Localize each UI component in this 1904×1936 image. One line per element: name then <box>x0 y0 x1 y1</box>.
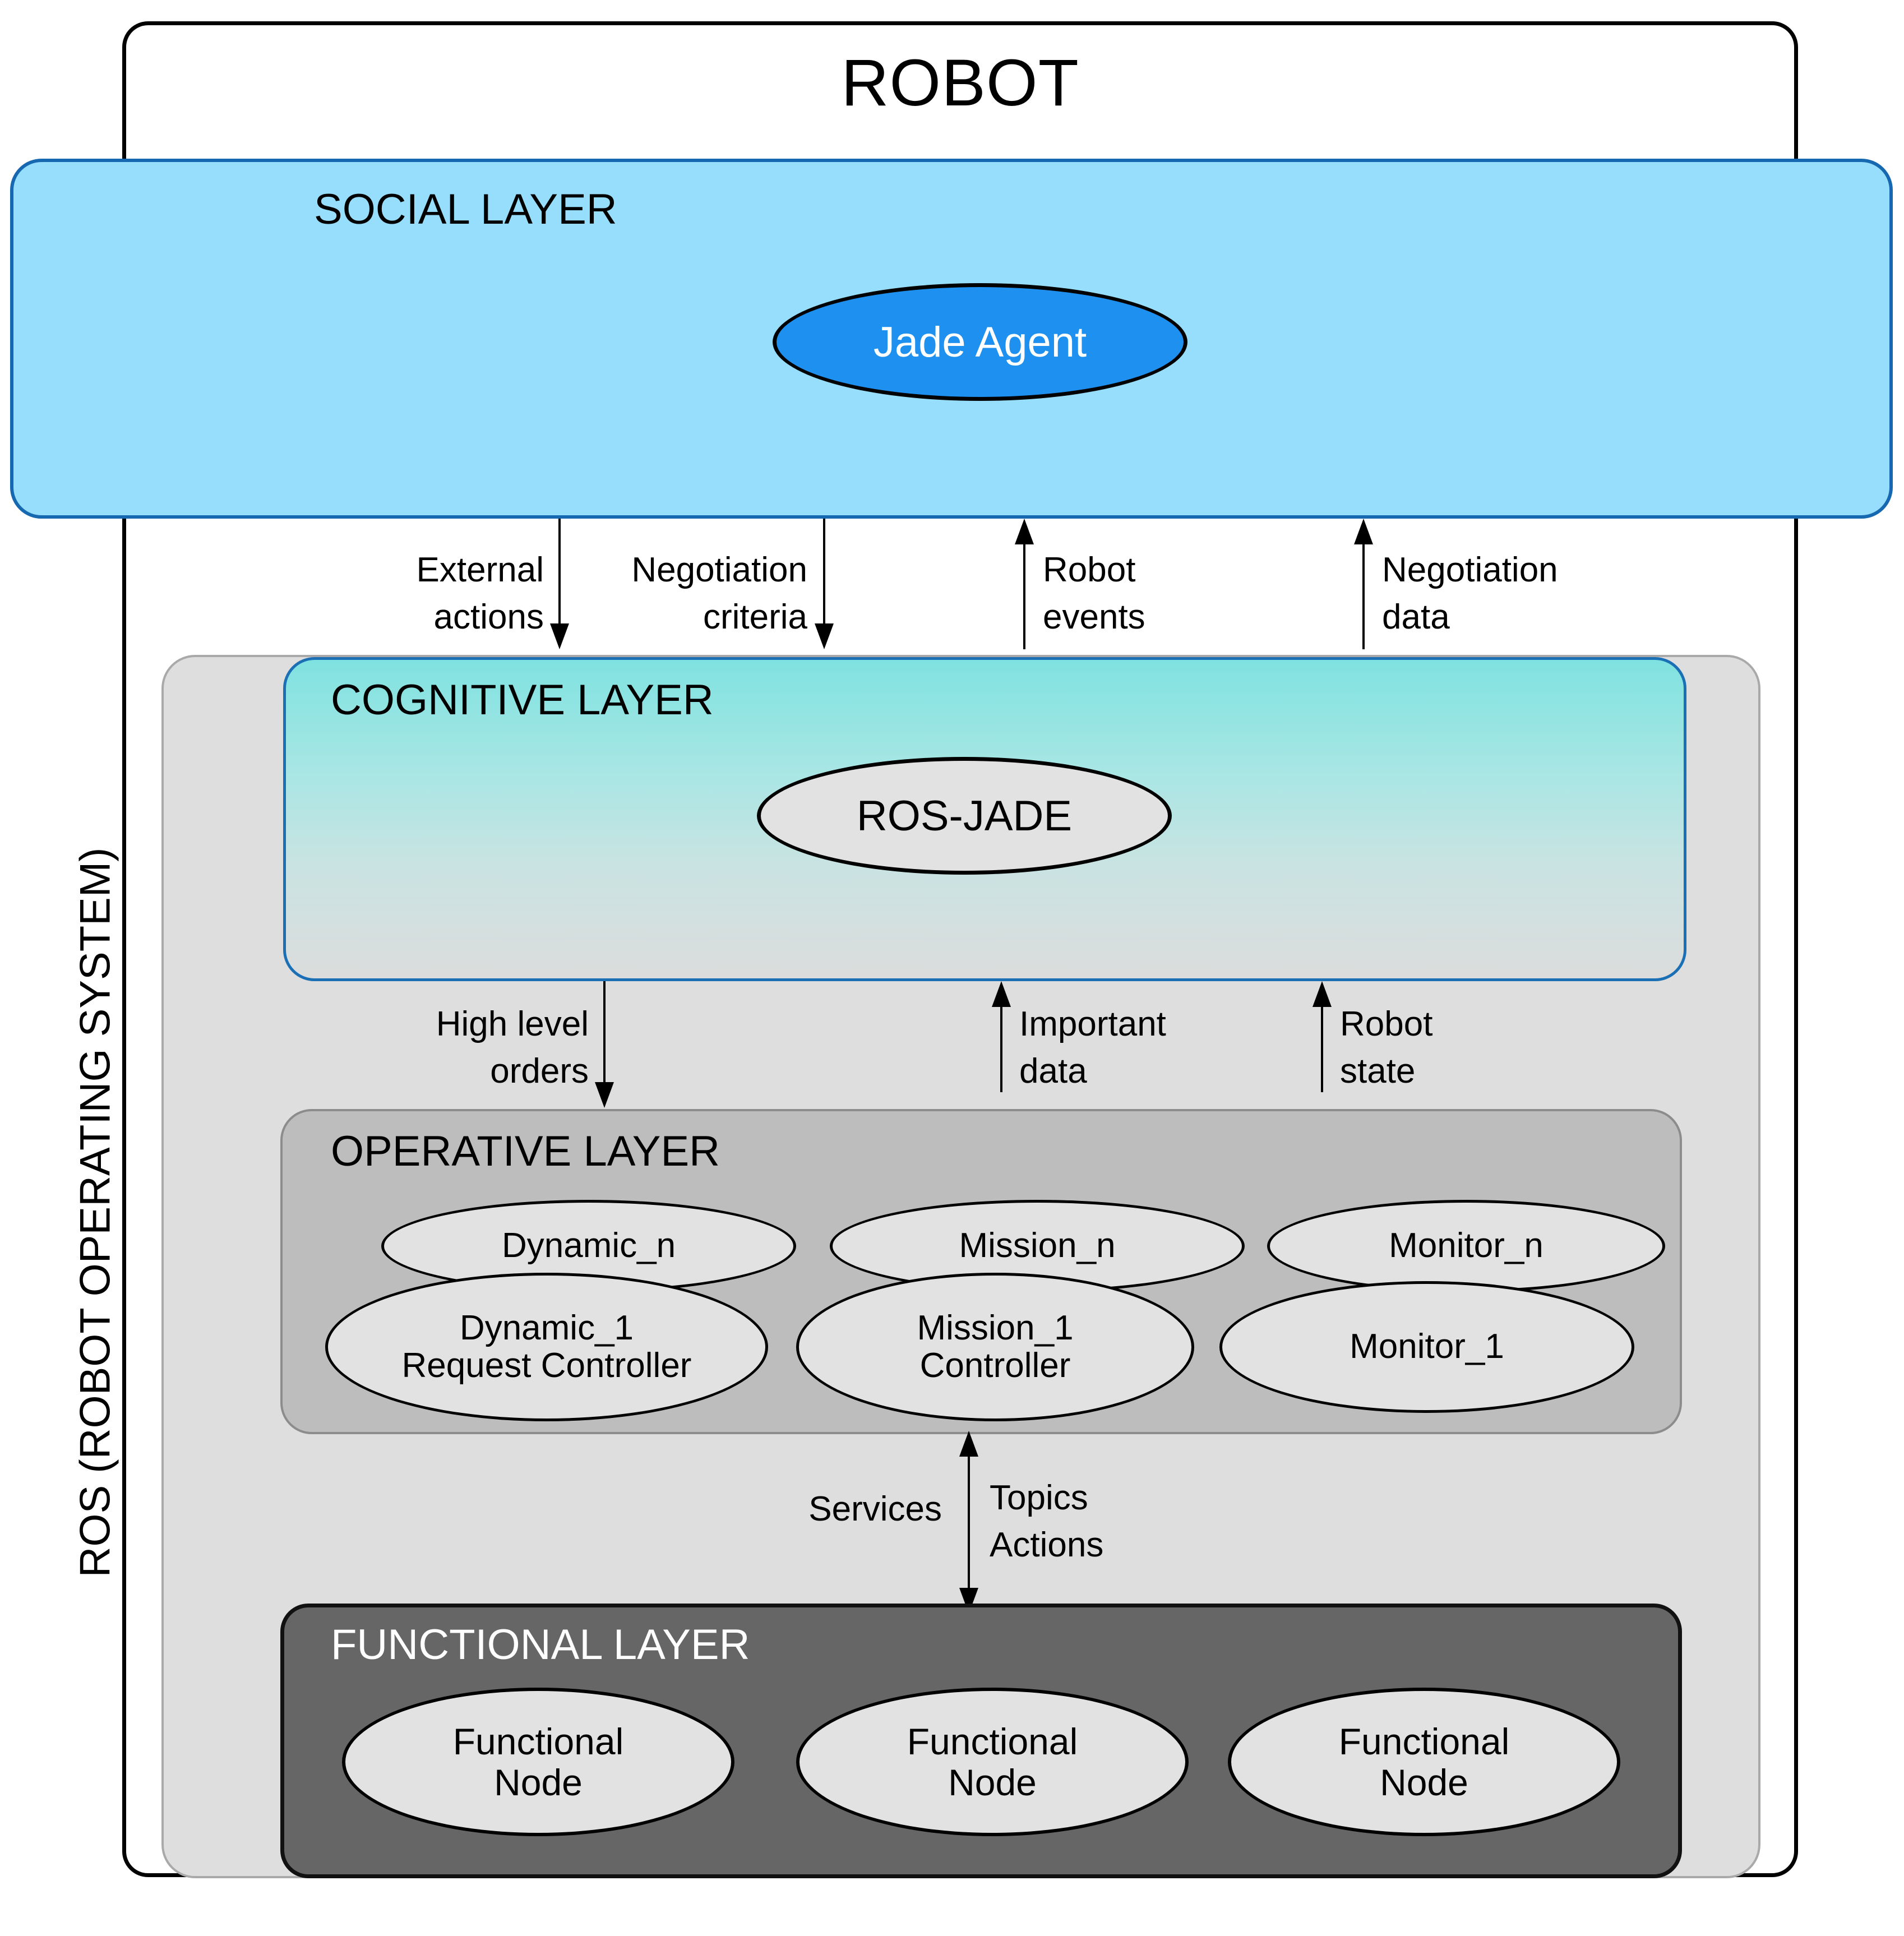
operative-node-dynamic-1-line2: Request Controller <box>401 1346 692 1385</box>
arrow-robot-events-head <box>1015 519 1034 544</box>
arrow-important-data-label: Important data <box>1019 1001 1322 1094</box>
cognitive-layer-title: COGNITIVE LAYER <box>331 676 714 724</box>
arrow-robot-events-line2: events <box>1043 597 1145 636</box>
arrow-external-actions-line1: External <box>416 551 544 589</box>
functional-node-2[interactable]: Functional Node <box>796 1688 1189 1836</box>
arrow-robot-state-line1: Robot <box>1340 1005 1433 1043</box>
operative-node-mission-1[interactable]: Mission_1 Controller <box>796 1273 1194 1421</box>
operative-node-dynamic-1-line1: Dynamic_1 <box>459 1308 634 1347</box>
arrow-negotiation-criteria-head <box>815 623 834 649</box>
arrow-external-actions-label: External actions <box>241 547 544 640</box>
arrow-high-level-orders-head <box>595 1082 614 1108</box>
functional-node-3-line1: Functional <box>1338 1720 1510 1762</box>
jade-agent-node[interactable]: Jade Agent <box>773 283 1187 401</box>
arrow-external-actions-line <box>558 519 561 646</box>
arrow-external-actions-line2: actions <box>433 597 544 636</box>
arrow-robot-events-line1: Robot <box>1043 551 1136 589</box>
functional-node-1-line2: Node <box>494 1761 583 1803</box>
arrow-negotiation-data-line <box>1362 543 1365 649</box>
ros-vertical-label: ROS (ROBOT OPERATING SYSTEM) <box>71 847 119 1578</box>
operative-node-monitor-1[interactable]: Monitor_1 <box>1219 1281 1634 1413</box>
arrow-ros-comms-line <box>968 1455 970 1590</box>
arrow-high-level-orders-line1: High level <box>436 1005 589 1043</box>
functional-node-3[interactable]: Functional Node <box>1228 1688 1620 1836</box>
operative-node-dynamic-1[interactable]: Dynamic_1 Request Controller <box>325 1273 768 1421</box>
arrow-negotiation-data-line2: data <box>1382 597 1450 636</box>
arrow-ros-comms-head-up <box>959 1431 978 1457</box>
arrow-high-level-orders-line2: orders <box>490 1051 589 1091</box>
arrow-negotiation-data-head <box>1354 519 1373 544</box>
arrow-ros-comms-services-label: Services <box>662 1486 942 1533</box>
arrow-important-data-line2: data <box>1019 1051 1087 1091</box>
functional-node-2-line1: Functional <box>907 1720 1078 1762</box>
operative-node-monitor-n[interactable]: Monitor_n <box>1267 1200 1665 1292</box>
ros-jade-label: ROS-JADE <box>856 792 1073 840</box>
arrow-robot-events-line <box>1023 543 1025 649</box>
arrow-robot-state-head <box>1313 981 1332 1007</box>
social-layer-panel <box>10 159 1893 519</box>
arrow-negotiation-criteria-line <box>823 519 825 646</box>
arrow-negotiation-data-line1: Negotiation <box>1382 551 1558 589</box>
jade-agent-label: Jade Agent <box>873 318 1087 366</box>
arrow-ros-comms-services-text: Services <box>808 1490 942 1528</box>
robot-title: ROBOT <box>841 46 1079 120</box>
arrow-robot-state-line2: state <box>1340 1051 1416 1091</box>
operative-node-dynamic-n-label: Dynamic_n <box>501 1226 676 1265</box>
operative-layer-title: OPERATIVE LAYER <box>331 1128 720 1175</box>
operative-node-monitor-1-label: Monitor_1 <box>1350 1327 1504 1366</box>
arrow-robot-state-line <box>1321 1005 1323 1092</box>
arrow-robot-state-label: Robot state <box>1340 1001 1620 1094</box>
functional-node-1[interactable]: Functional Node <box>342 1688 734 1836</box>
operative-node-monitor-n-label: Monitor_n <box>1389 1226 1543 1265</box>
arrow-high-level-orders-line <box>603 981 606 1091</box>
functional-node-2-line2: Node <box>948 1761 1037 1803</box>
arrow-ros-comms-topics-text: Topics <box>990 1478 1088 1517</box>
arrow-external-actions-head <box>550 623 569 649</box>
arrow-important-data-line <box>1000 1005 1002 1092</box>
arrow-important-data-line1: Important <box>1019 1005 1166 1043</box>
arrow-negotiation-criteria-line2: criteria <box>703 597 807 636</box>
operative-node-mission-1-line2: Controller <box>919 1346 1071 1385</box>
functional-node-3-line2: Node <box>1380 1761 1468 1803</box>
functional-node-1-line1: Functional <box>452 1720 624 1762</box>
arrow-negotiation-criteria-label: Negotiation criteria <box>493 547 807 640</box>
functional-layer-title: FUNCTIONAL LAYER <box>331 1621 750 1669</box>
operative-node-mission-1-line1: Mission_1 <box>917 1308 1074 1347</box>
social-layer-title: SOCIAL LAYER <box>314 186 617 233</box>
operative-node-mission-n-label: Mission_n <box>959 1226 1116 1265</box>
arrow-high-level-orders-label: High level orders <box>275 1001 589 1094</box>
ros-jade-node[interactable]: ROS-JADE <box>757 757 1172 875</box>
arrow-negotiation-data-label: Negotiation data <box>1382 547 1730 640</box>
arrow-ros-comms-topics-actions-label: Topics Actions <box>990 1475 1270 1568</box>
arrow-robot-events-label: Robot events <box>1043 547 1334 640</box>
arrow-negotiation-criteria-line1: Negotiation <box>631 551 807 589</box>
arrow-important-data-head <box>992 981 1011 1007</box>
arrow-ros-comms-actions-text: Actions <box>990 1525 1104 1564</box>
